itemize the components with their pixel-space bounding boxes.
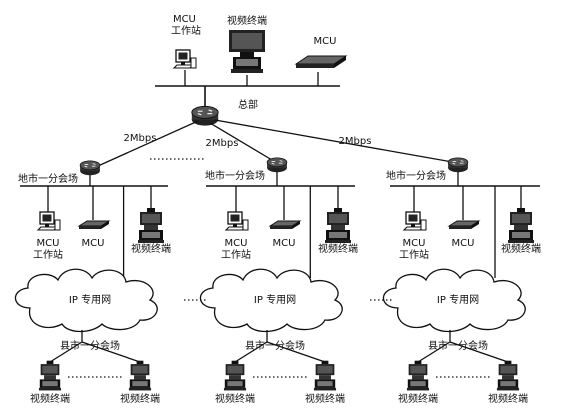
branch-label: 地市一分会场 [386, 169, 446, 182]
branch-video-terminal-icon [138, 208, 164, 243]
branch-label: 地市一分会场 [18, 172, 78, 185]
ip-network-label: IP 专用网 [437, 293, 479, 306]
branch-mcu-label: MCU [452, 238, 475, 249]
wan-link-mid [209, 122, 278, 164]
hq-site: MCU 工作站 视频终端 MCU 总部 [155, 14, 348, 127]
branch-video-terminal-label: 视频终端 [131, 242, 171, 255]
county-video-terminal-icon [406, 360, 430, 391]
ip-network-label: IP 专用网 [254, 293, 296, 306]
county-video-terminal-icon [223, 360, 247, 391]
branch-video-terminal-icon [325, 208, 351, 243]
branch-video-terminal-label: 视频终端 [318, 242, 358, 255]
hq-mcu-workstation-icon [173, 49, 197, 69]
hq-label: 总部 [238, 98, 258, 111]
branch-mcu-icon [448, 220, 480, 230]
county-terminal-label: 视频终端 [30, 392, 70, 405]
branch-video-terminal-label: 视频终端 [501, 242, 541, 255]
county-link-1 [417, 341, 451, 363]
branch-mcu-workstation-icon [403, 211, 427, 231]
branch-mcu-label: MCU [82, 238, 105, 249]
ip-network-label: IP 专用网 [69, 293, 111, 306]
county-terminal-label: 视频终端 [215, 392, 255, 405]
branch-mcu-icon [78, 220, 110, 230]
county-video-terminal-icon [38, 360, 62, 391]
wan-links: 2Mbps 2Mbps 2Mbps [97, 119, 459, 167]
hq-mcu-icon [294, 55, 348, 68]
wan-link-left [97, 120, 199, 167]
branch-mcu-workstation-icon [37, 211, 61, 231]
wan-link-right-label: 2Mbps [339, 136, 372, 147]
branch-video-terminal-icon [508, 208, 534, 243]
hq-mcu-ws-label: MCU 工作站 [171, 14, 201, 37]
branch-router-icon [266, 157, 288, 173]
county-terminal-label: 视频终端 [120, 392, 160, 405]
county-video-terminal-icon [128, 360, 152, 391]
county-link-1 [234, 341, 268, 363]
county-terminal-label: 视频终端 [488, 392, 528, 405]
county-terminal-label: 视频终端 [305, 392, 345, 405]
county-label: 县市一分会场 [428, 339, 488, 352]
county-terminal-label: 视频终端 [398, 392, 438, 405]
branch-router-icon [79, 160, 101, 176]
wan-link-mid-label: 2Mbps [206, 138, 239, 149]
wan-link-left-label: 2Mbps [124, 133, 157, 144]
hq-terminal-label: 视频终端 [227, 14, 267, 27]
branch-mcu-workstation-icon [225, 211, 249, 231]
county-label: 县市一分会场 [60, 339, 120, 352]
branch-mcu-icon [269, 220, 301, 230]
county-video-terminal-icon [496, 360, 520, 391]
county-link-1 [49, 341, 83, 363]
county-video-terminal-icon [313, 360, 337, 391]
hq-video-terminal-icon [229, 30, 265, 73]
hq-mcu-label: MCU [314, 36, 337, 47]
county-link-2 [81, 341, 141, 363]
county-link-2 [449, 341, 509, 363]
county-label: 县市一分会场 [245, 339, 305, 352]
branch-label: 地市一分会场 [205, 169, 265, 182]
branch-router-icon [447, 157, 469, 173]
branch-mcu-label: MCU [273, 238, 296, 249]
wan-link-right [214, 119, 459, 164]
county-link-2 [266, 341, 326, 363]
